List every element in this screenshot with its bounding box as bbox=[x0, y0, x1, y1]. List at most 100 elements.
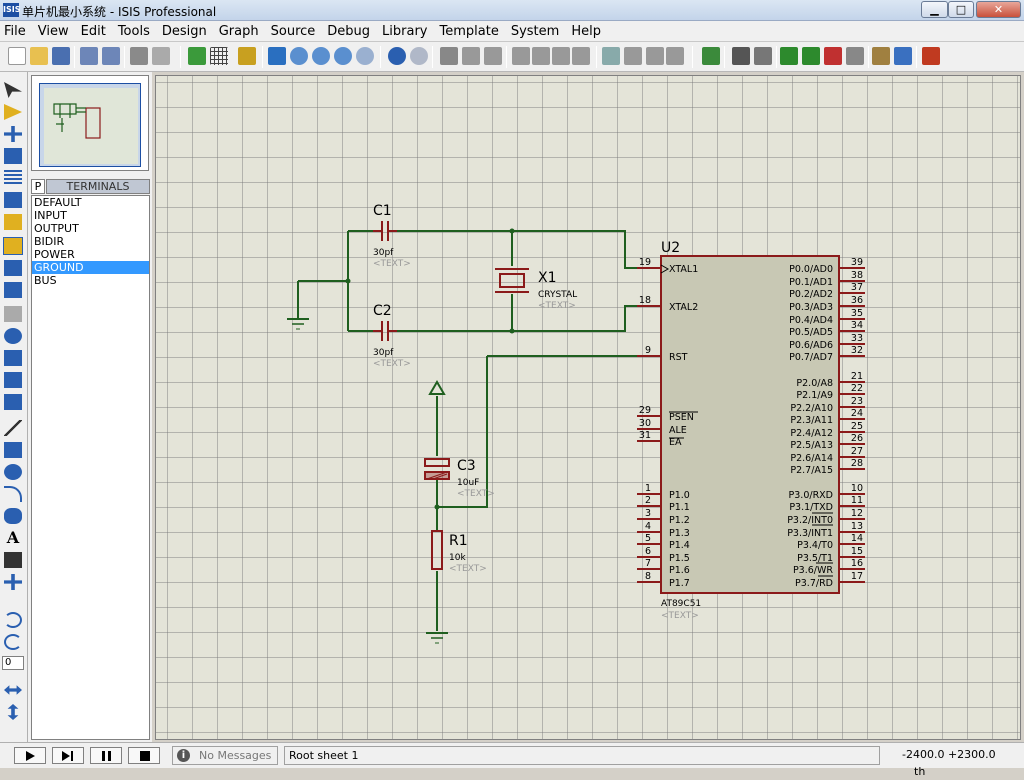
voltage-probe-icon[interactable] bbox=[4, 350, 22, 366]
terminal-power[interactable]: POWER bbox=[34, 248, 75, 261]
export-icon[interactable] bbox=[102, 47, 120, 65]
property-assignment-icon[interactable] bbox=[754, 47, 772, 65]
component-mode-icon[interactable] bbox=[4, 104, 22, 120]
arc-tool-icon[interactable] bbox=[4, 486, 22, 502]
r1-ref[interactable]: R1 bbox=[449, 533, 468, 549]
device-pins-icon[interactable] bbox=[4, 260, 22, 276]
terminal-input[interactable]: INPUT bbox=[34, 209, 67, 222]
terminal-default[interactable]: DEFAULT bbox=[34, 196, 82, 209]
graph-mode-icon[interactable] bbox=[4, 282, 22, 298]
block-move-icon[interactable] bbox=[532, 47, 550, 65]
add-sheet-icon[interactable] bbox=[802, 47, 820, 65]
menu-system[interactable]: System bbox=[510, 24, 560, 39]
rotate-anticlockwise-icon[interactable] bbox=[4, 634, 22, 650]
menu-tools[interactable]: Tools bbox=[117, 24, 150, 39]
marker-tool-icon[interactable] bbox=[4, 574, 22, 590]
terminal-ground[interactable]: GROUND bbox=[32, 261, 149, 274]
x1-ref[interactable]: X1 bbox=[538, 270, 557, 286]
menu-edit[interactable]: Edit bbox=[80, 24, 106, 39]
block-rotate-icon[interactable] bbox=[552, 47, 570, 65]
new-sheet-icon[interactable] bbox=[780, 47, 798, 65]
step-button[interactable] bbox=[52, 747, 84, 764]
minimize-button[interactable]: ▁ bbox=[921, 1, 948, 18]
circle-tool-icon[interactable] bbox=[4, 464, 22, 480]
menu-debug[interactable]: Debug bbox=[327, 24, 371, 39]
rotation-angle-field[interactable]: 0 bbox=[2, 656, 24, 670]
menu-source[interactable]: Source bbox=[270, 24, 316, 39]
grid-icon[interactable] bbox=[210, 47, 228, 65]
pan-icon[interactable] bbox=[268, 47, 286, 65]
redo-icon[interactable] bbox=[410, 47, 428, 65]
search-tag-icon[interactable] bbox=[732, 47, 750, 65]
bus-icon[interactable] bbox=[4, 192, 22, 208]
zoom-out-icon[interactable] bbox=[312, 47, 330, 65]
selection-mode-icon[interactable] bbox=[4, 82, 22, 98]
mirror-vertical-icon[interactable] bbox=[7, 704, 19, 720]
menu-graph[interactable]: Graph bbox=[218, 24, 259, 39]
current-probe-icon[interactable] bbox=[4, 372, 22, 388]
virtual-instruments-icon[interactable] bbox=[4, 394, 22, 410]
undo-icon[interactable] bbox=[388, 47, 406, 65]
u2-ref[interactable]: U2 bbox=[661, 240, 680, 256]
decompose-icon[interactable] bbox=[666, 47, 684, 65]
packaging-tool-icon[interactable] bbox=[646, 47, 664, 65]
goto-sheet-icon[interactable] bbox=[846, 47, 864, 65]
print-icon[interactable] bbox=[130, 47, 148, 65]
electrical-rule-check-icon[interactable] bbox=[894, 47, 912, 65]
remove-sheet-icon[interactable] bbox=[824, 47, 842, 65]
menu-file[interactable]: File bbox=[4, 24, 26, 39]
menu-design[interactable]: Design bbox=[161, 24, 207, 39]
terminal-bidir[interactable]: BIDIR bbox=[34, 235, 65, 248]
stop-button[interactable] bbox=[128, 747, 160, 764]
import-icon[interactable] bbox=[80, 47, 98, 65]
c1-ref[interactable]: C1 bbox=[373, 203, 392, 219]
wire-autorouter-icon[interactable] bbox=[702, 47, 720, 65]
subcircuit-icon[interactable] bbox=[4, 214, 22, 230]
box-tool-icon[interactable] bbox=[4, 442, 22, 458]
junction-dot-icon[interactable] bbox=[4, 126, 22, 142]
copy-icon[interactable] bbox=[462, 47, 480, 65]
menu-view[interactable]: View bbox=[37, 24, 69, 39]
pick-device-icon[interactable] bbox=[602, 47, 620, 65]
origin-icon[interactable] bbox=[238, 47, 256, 65]
generator-mode-icon[interactable] bbox=[4, 328, 22, 344]
paste-icon[interactable] bbox=[484, 47, 502, 65]
text-script-icon[interactable] bbox=[4, 170, 22, 186]
print-area-icon[interactable] bbox=[152, 47, 170, 65]
bill-of-materials-icon[interactable] bbox=[872, 47, 890, 65]
mirror-horizontal-icon[interactable] bbox=[4, 685, 22, 695]
save-icon[interactable] bbox=[52, 47, 70, 65]
messages-panel[interactable]: i No Messages bbox=[172, 746, 278, 765]
wire-label-icon[interactable] bbox=[4, 148, 22, 164]
text-tool-icon[interactable]: A bbox=[6, 528, 20, 547]
c2-ref[interactable]: C2 bbox=[373, 303, 392, 319]
overview-viewport[interactable] bbox=[39, 83, 141, 167]
tape-recorder-icon[interactable] bbox=[4, 306, 22, 322]
terminals-mode-icon[interactable] bbox=[3, 237, 23, 255]
menu-library[interactable]: Library bbox=[382, 24, 428, 39]
rotate-clockwise-icon[interactable] bbox=[4, 612, 22, 628]
symbol-tool-icon[interactable] bbox=[4, 552, 22, 568]
overview-window[interactable] bbox=[31, 75, 149, 171]
new-file-icon[interactable] bbox=[8, 47, 26, 65]
maximize-button[interactable]: □ bbox=[948, 1, 974, 18]
block-delete-icon[interactable] bbox=[572, 47, 590, 65]
make-device-icon[interactable] bbox=[624, 47, 642, 65]
pick-devices-button[interactable]: P bbox=[31, 179, 45, 194]
close-button[interactable]: ✕ bbox=[976, 1, 1021, 18]
path-tool-icon[interactable] bbox=[4, 508, 22, 524]
ares-icon[interactable] bbox=[922, 47, 940, 65]
line-tool-icon[interactable] bbox=[4, 420, 22, 436]
pause-button[interactable] bbox=[90, 747, 122, 764]
zoom-area-icon[interactable] bbox=[356, 47, 374, 65]
terminal-bus[interactable]: BUS bbox=[34, 274, 57, 287]
zoom-in-icon[interactable] bbox=[290, 47, 308, 65]
open-folder-icon[interactable] bbox=[30, 47, 48, 65]
cut-icon[interactable] bbox=[440, 47, 458, 65]
block-copy-icon[interactable] bbox=[512, 47, 530, 65]
refresh-icon[interactable] bbox=[188, 47, 206, 65]
menu-help[interactable]: Help bbox=[571, 24, 601, 39]
play-button[interactable] bbox=[14, 747, 46, 764]
terminal-output[interactable]: OUTPUT bbox=[34, 222, 79, 235]
